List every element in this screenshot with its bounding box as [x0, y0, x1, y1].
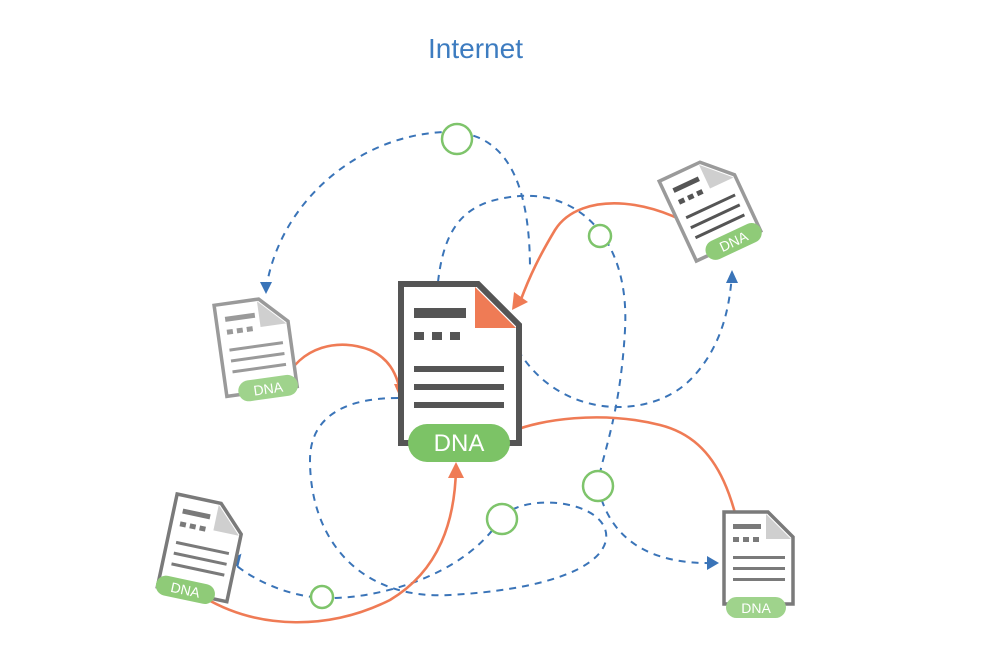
- document-corner-fold: [475, 287, 516, 328]
- document-left-lower: DNA: [155, 491, 244, 604]
- orange-arrow-from-left-lower: [204, 467, 458, 624]
- document-right-lower: DNA: [722, 510, 795, 618]
- dna-label-left-upper: DNA: [252, 379, 284, 399]
- dashed-path-right-upper-arrow: [517, 271, 733, 409]
- dna-badge-left-lower: [155, 575, 215, 604]
- diagram-title: Internet: [428, 33, 523, 64]
- orange-arrow-from-top-right: [518, 202, 721, 303]
- dashed-path-left-loop: [308, 397, 608, 597]
- document-right-upper: DNA: [656, 160, 764, 264]
- node-circle-center-lower: [485, 502, 519, 536]
- dna-label-center: DNA: [434, 430, 485, 457]
- orange-arrow-from-left-upper: [281, 343, 402, 391]
- network-paths: [231, 130, 733, 600]
- dashed-path-top-loop: [265, 130, 531, 290]
- dna-badge-left-upper: [238, 374, 298, 402]
- document-center: DNA: [398, 281, 522, 462]
- dna-label-right-lower: DNA: [741, 600, 771, 616]
- blue-arrowhead-right-upper: [726, 270, 738, 283]
- dna-label-left-lower: DNA: [169, 579, 202, 601]
- blue-arrowhead-right-lower: [707, 556, 719, 570]
- orange-arrowhead-left-lower: [448, 462, 464, 478]
- node-circle-right: [581, 469, 615, 503]
- dna-badge-right-lower: [726, 597, 786, 618]
- dna-badge-center: [408, 424, 510, 462]
- document-left-upper: DNA: [212, 297, 300, 402]
- network-nodes: [309, 122, 615, 610]
- node-circle-upper-right: [587, 223, 613, 249]
- orange-arrowhead-top-right: [512, 292, 528, 310]
- dna-badge-right-upper: [705, 222, 762, 260]
- dashed-arrowheads: [229, 270, 738, 570]
- node-circle-bottom-left: [309, 584, 335, 610]
- dashed-path-left-lower-arrow: [231, 519, 501, 600]
- node-circle-top: [440, 122, 474, 156]
- dashed-path-right-lower-arrow: [597, 486, 718, 565]
- orange-arrow-from-right-lower: [512, 416, 752, 606]
- blue-arrowhead-left-upper: [260, 282, 272, 294]
